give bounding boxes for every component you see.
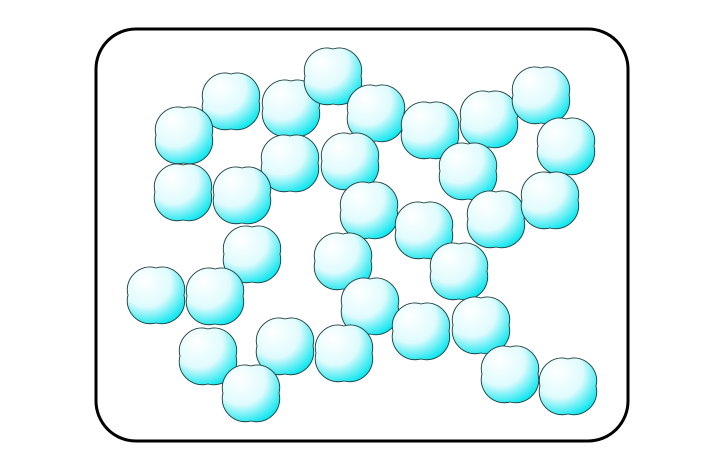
particle xyxy=(178,327,238,386)
particle xyxy=(320,132,380,191)
particle xyxy=(438,142,498,201)
particle xyxy=(260,134,320,193)
particle xyxy=(394,201,454,260)
particle xyxy=(480,345,540,404)
particle xyxy=(538,357,598,416)
particle xyxy=(255,317,315,376)
particle xyxy=(185,267,245,326)
particle xyxy=(536,117,596,176)
particle xyxy=(429,242,489,301)
particle xyxy=(340,277,400,336)
particle xyxy=(126,266,186,325)
particle-group xyxy=(126,47,598,423)
particle xyxy=(201,72,261,131)
particle xyxy=(313,232,373,291)
particle xyxy=(459,90,519,149)
particle xyxy=(212,166,272,225)
particle xyxy=(520,171,580,230)
particle xyxy=(346,84,406,143)
particle xyxy=(451,296,511,355)
particle xyxy=(303,47,363,106)
container-frame xyxy=(94,27,630,443)
particle xyxy=(221,364,281,423)
particle xyxy=(222,225,282,284)
particle xyxy=(400,101,460,160)
particle xyxy=(314,324,374,383)
particle xyxy=(154,106,214,165)
particle xyxy=(391,302,451,361)
particle xyxy=(466,190,526,249)
particle xyxy=(153,163,213,222)
particle xyxy=(511,66,571,125)
particle xyxy=(339,181,399,240)
